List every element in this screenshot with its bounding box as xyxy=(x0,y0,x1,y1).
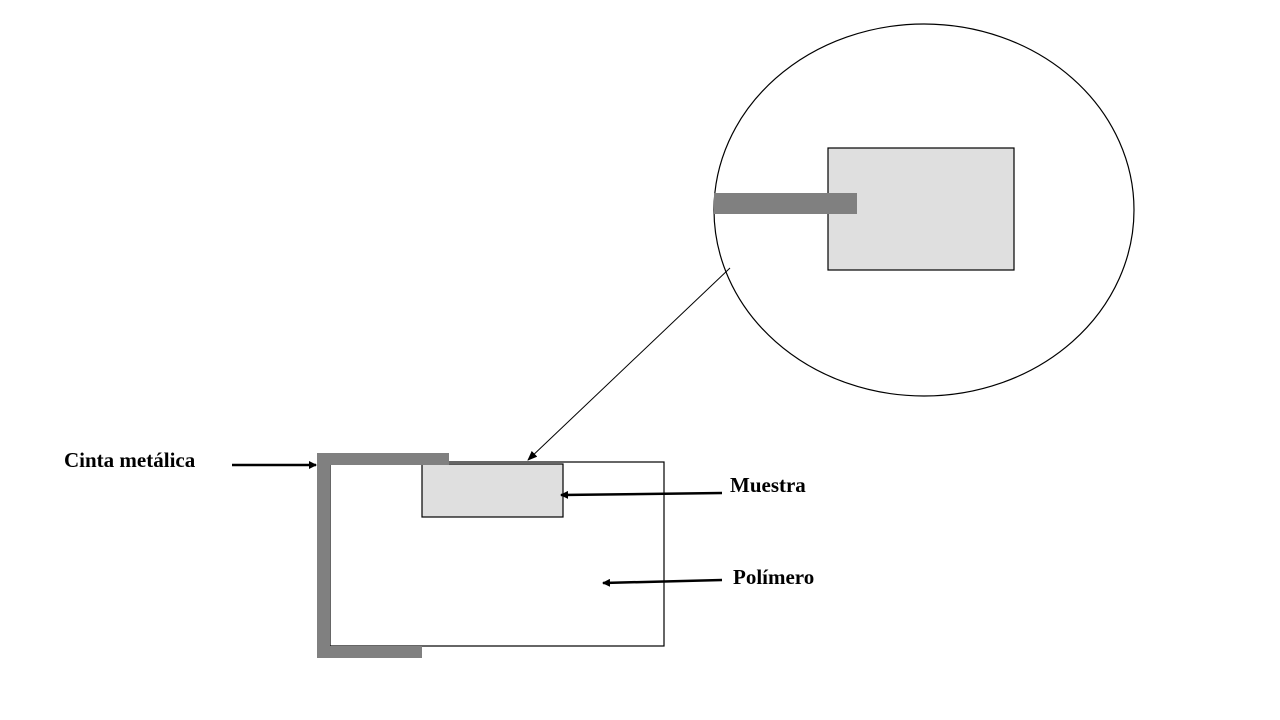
sample-arrow xyxy=(560,490,723,499)
metal-tape-label: Cinta metálica xyxy=(64,448,196,472)
sample-block xyxy=(421,463,564,518)
polymer-arrow xyxy=(602,578,723,587)
metal-tape xyxy=(317,453,449,658)
zoom-pointer-line xyxy=(527,267,731,461)
magnified-sample xyxy=(827,147,1015,271)
polymer-label: Polímero xyxy=(733,565,815,589)
sample-label: Muestra xyxy=(730,473,806,497)
magnified-metal-tape xyxy=(714,193,857,214)
